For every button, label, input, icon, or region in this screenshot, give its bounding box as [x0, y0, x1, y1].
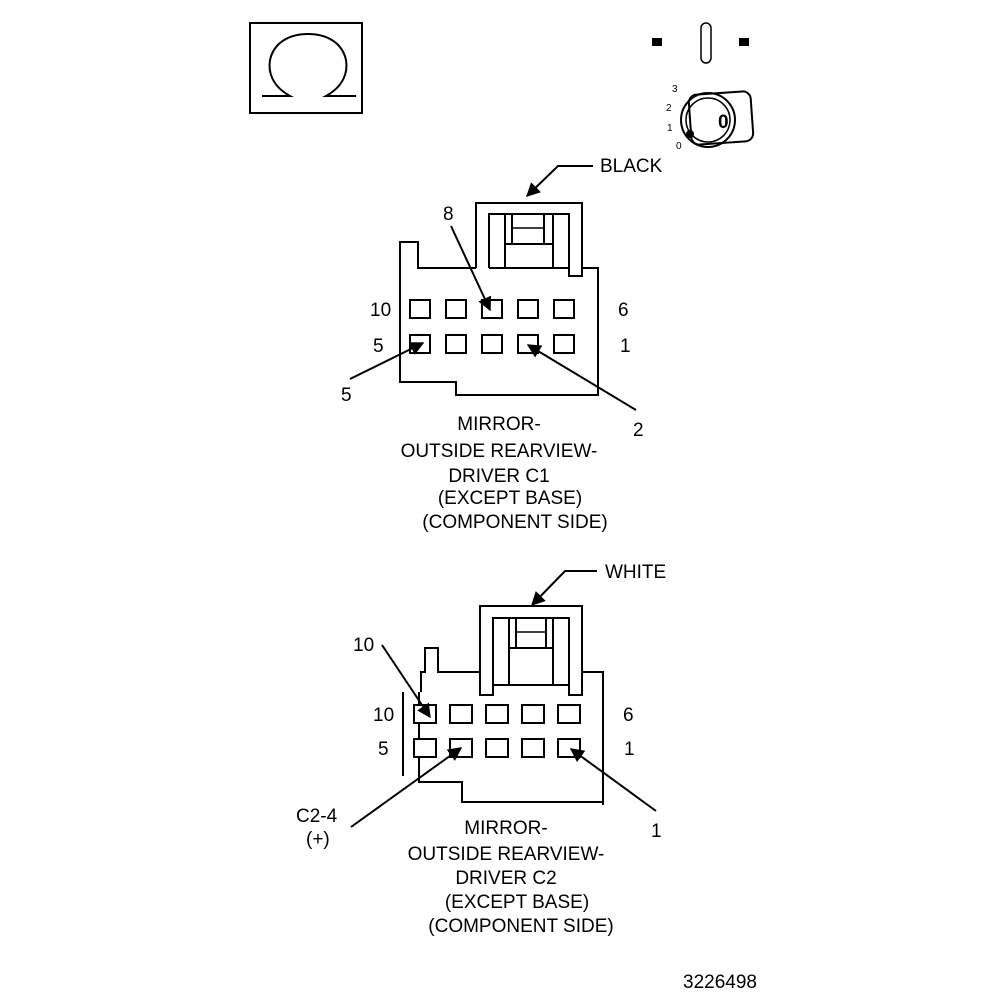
c1-caption-line-2: OUTSIDE REARVIEW-	[401, 441, 598, 462]
c1-caption-line-5: (COMPONENT SIDE)	[422, 512, 607, 533]
c1-caption-line-1: MIRROR-	[457, 414, 540, 435]
connector-c2: WHITE 10 6 5 1	[296, 562, 666, 937]
c1-color-label: BLACK	[600, 156, 663, 177]
c1-row-label-6: 6	[618, 300, 629, 321]
c2-caption-line-2: OUTSIDE REARVIEW-	[408, 844, 605, 865]
connector-c1: BLACK 10 6 5 1 8	[341, 156, 663, 533]
c2-caption-line-5: (COMPONENT SIDE)	[428, 916, 613, 937]
c2-cavity-row-bottom	[413, 738, 581, 758]
c2-caption-line-3: DRIVER C2	[455, 868, 556, 889]
c2-row-label-6: 6	[623, 705, 634, 726]
c2-row-label-1: 1	[624, 739, 635, 760]
omega-symbol-icon	[249, 22, 363, 114]
c1-row-label-5: 5	[373, 336, 384, 357]
c2-callout-10: 10	[353, 635, 374, 656]
c1-caption-line-4: (EXCEPT BASE)	[438, 488, 582, 509]
c1-caption: MIRROR- OUTSIDE REARVIEW- DRIVER C1 (EXC…	[401, 414, 608, 533]
ignition-position-0: 0	[676, 141, 682, 152]
ignition-position-3: 3	[672, 84, 678, 95]
ignition-key-icon: 0 3 2 1 0	[652, 22, 755, 152]
c2-caption-line-1: MIRROR-	[464, 818, 547, 839]
c2-caption-line-4: (EXCEPT BASE)	[445, 892, 589, 913]
c1-callout-2: 2	[633, 420, 644, 441]
c1-cavity-row-bottom	[409, 334, 575, 354]
c1-cavity-row-top	[409, 299, 575, 319]
c2-callout-plus: (+)	[306, 829, 330, 850]
c2-caption: MIRROR- OUTSIDE REARVIEW- DRIVER C2 (EXC…	[408, 818, 614, 937]
c2-color-label: WHITE	[605, 562, 666, 583]
c1-row-label-1: 1	[620, 336, 631, 357]
c1-caption-line-3: DRIVER C1	[448, 466, 549, 487]
c2-cavity-row-top	[413, 704, 581, 724]
ignition-position-1: 1	[667, 123, 673, 134]
c2-callout-1: 1	[651, 821, 662, 842]
ignition-position-2: 2	[666, 103, 672, 114]
c1-row-label-10: 10	[370, 300, 391, 321]
c2-row-label-10: 10	[373, 705, 394, 726]
c2-callout-c2-4: C2-4	[296, 806, 338, 827]
ignition-key-label: 0	[718, 112, 729, 133]
c2-row-label-5: 5	[378, 739, 389, 760]
figure-number: 3226498	[683, 972, 757, 993]
c1-callout-8: 8	[443, 204, 454, 225]
c1-callout-5: 5	[341, 385, 352, 406]
